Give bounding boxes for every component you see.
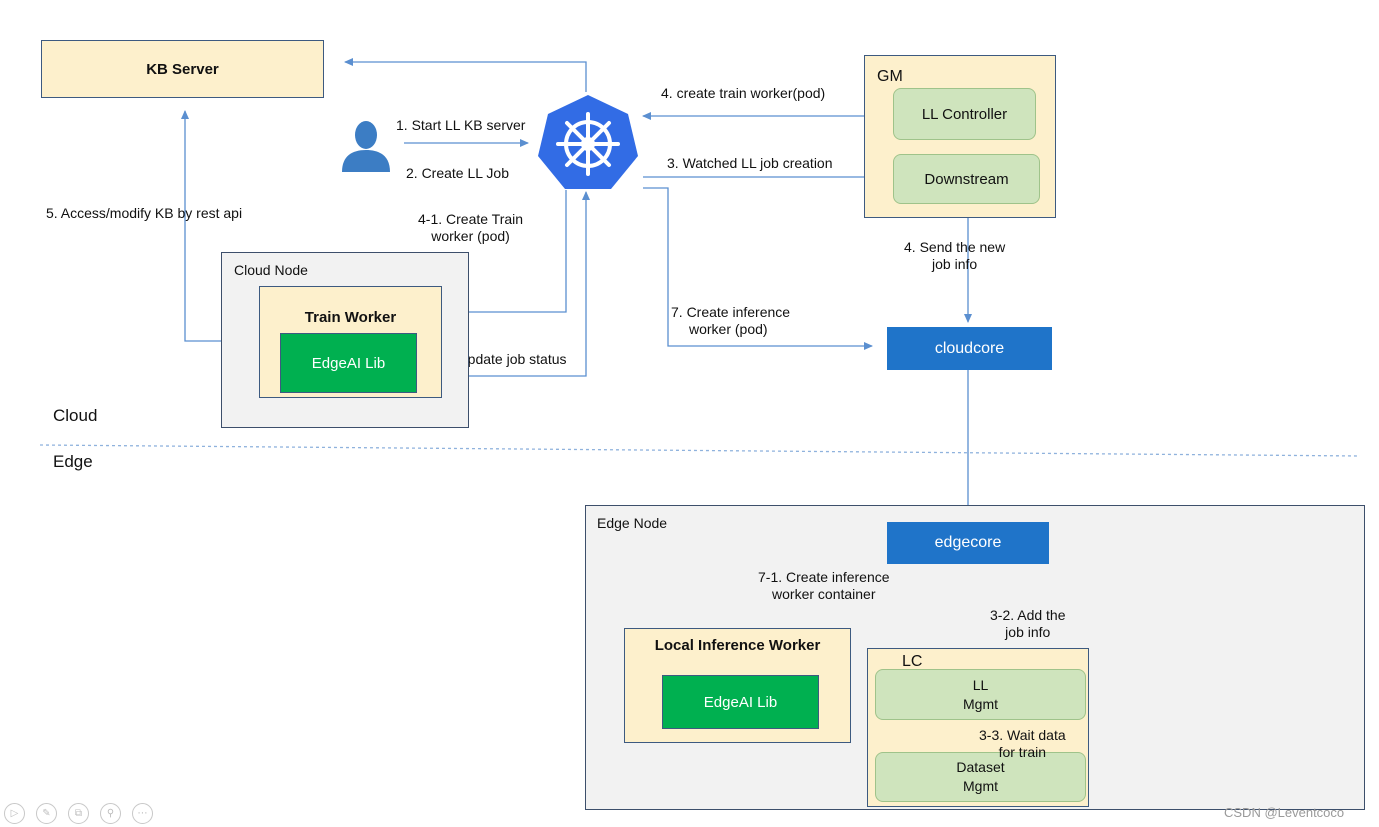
region-edge-label: Edge [53, 452, 93, 471]
ll-controller-box: LL Controller [893, 88, 1036, 140]
play-icon[interactable]: ▷ [4, 803, 25, 824]
edgecore-label: edgecore [934, 534, 1002, 551]
local-inference-worker-label: Local Inference Worker [654, 637, 821, 654]
ll-mgmt-label-2: Mgmt [963, 695, 998, 712]
label-start-kb: 1. Start LL KB server [396, 117, 526, 133]
lc-label: LC [902, 653, 923, 670]
copy-icon[interactable]: ⧉ [68, 803, 89, 824]
ll-controller-label: LL Controller [921, 105, 1008, 123]
kubernetes-icon [538, 95, 638, 189]
edge-create-inference [643, 187, 873, 350]
user-icon [342, 121, 390, 172]
downstream-label: Downstream [924, 170, 1009, 188]
label-wait-data: 3-3. Wait data for train [979, 727, 1066, 760]
edge-node-label: Edge Node [597, 515, 668, 531]
label-create-job: 2. Create LL Job [406, 165, 509, 181]
label-access-kb: 5. Access/modify KB by rest api [46, 205, 243, 221]
edgeai-lib-cloud-label: EdgeAI Lib [311, 354, 386, 372]
dataset-mgmt-label-2: Mgmt [963, 778, 998, 794]
dataset-mgmt-label-1: Dataset [956, 759, 1005, 775]
label-create-inference-container: 7-1. Create inference worker container [758, 569, 890, 602]
label-add-job: 3-2. Add the job info [990, 607, 1066, 640]
label-send-job: 4. Send the new job info [904, 239, 1006, 272]
region-cloud-label: Cloud [53, 406, 98, 425]
label-create-train-4-1: 4-1. Create Train worker (pod) [418, 211, 524, 244]
edgeai-lib-edge-box: EdgeAI Lib [662, 675, 819, 729]
cloud-edge-divider [39, 444, 1361, 457]
ll-mgmt-box: LL Mgmt [875, 669, 1086, 720]
ll-mgmt-label-1: LL [972, 676, 989, 693]
dataset-mgmt-box: Dataset Mgmt [875, 752, 1086, 802]
label-create-train-worker: 4. create train worker(pod) [661, 85, 826, 101]
edge-k8s-to-kbserver [344, 58, 587, 92]
label-update-status: 6. Update job status [442, 351, 567, 367]
label-create-inference: 7. Create inference worker (pod) [671, 304, 791, 337]
watermark: CSDN @Leventcoco [1224, 805, 1345, 820]
train-worker-label: Train Worker [304, 309, 397, 326]
cloudcore-box: cloudcore [887, 327, 1052, 370]
kb-server-label: KB Server [146, 60, 219, 78]
label-watched-job: 3. Watched LL job creation [667, 155, 833, 171]
gm-label: GM [877, 68, 903, 85]
pen-icon[interactable]: ✎ [36, 803, 57, 824]
cloudcore-label: cloudcore [934, 339, 1005, 357]
zoom-icon[interactable]: ⚲ [100, 803, 121, 824]
edgecore-box: edgecore [887, 522, 1049, 564]
kb-server-box: KB Server [41, 40, 324, 98]
more-icon[interactable]: ⋯ [132, 803, 153, 824]
edge-access-kb [181, 110, 221, 342]
cloud-node-label: Cloud Node [234, 262, 308, 278]
edge-update-status [443, 191, 590, 377]
edgeai-lib-cloud-box: EdgeAI Lib [280, 333, 417, 393]
edge-create-train-4-1 [442, 190, 567, 316]
edgeai-lib-edge-label: EdgeAI Lib [703, 693, 778, 711]
downstream-box: Downstream [893, 154, 1040, 204]
